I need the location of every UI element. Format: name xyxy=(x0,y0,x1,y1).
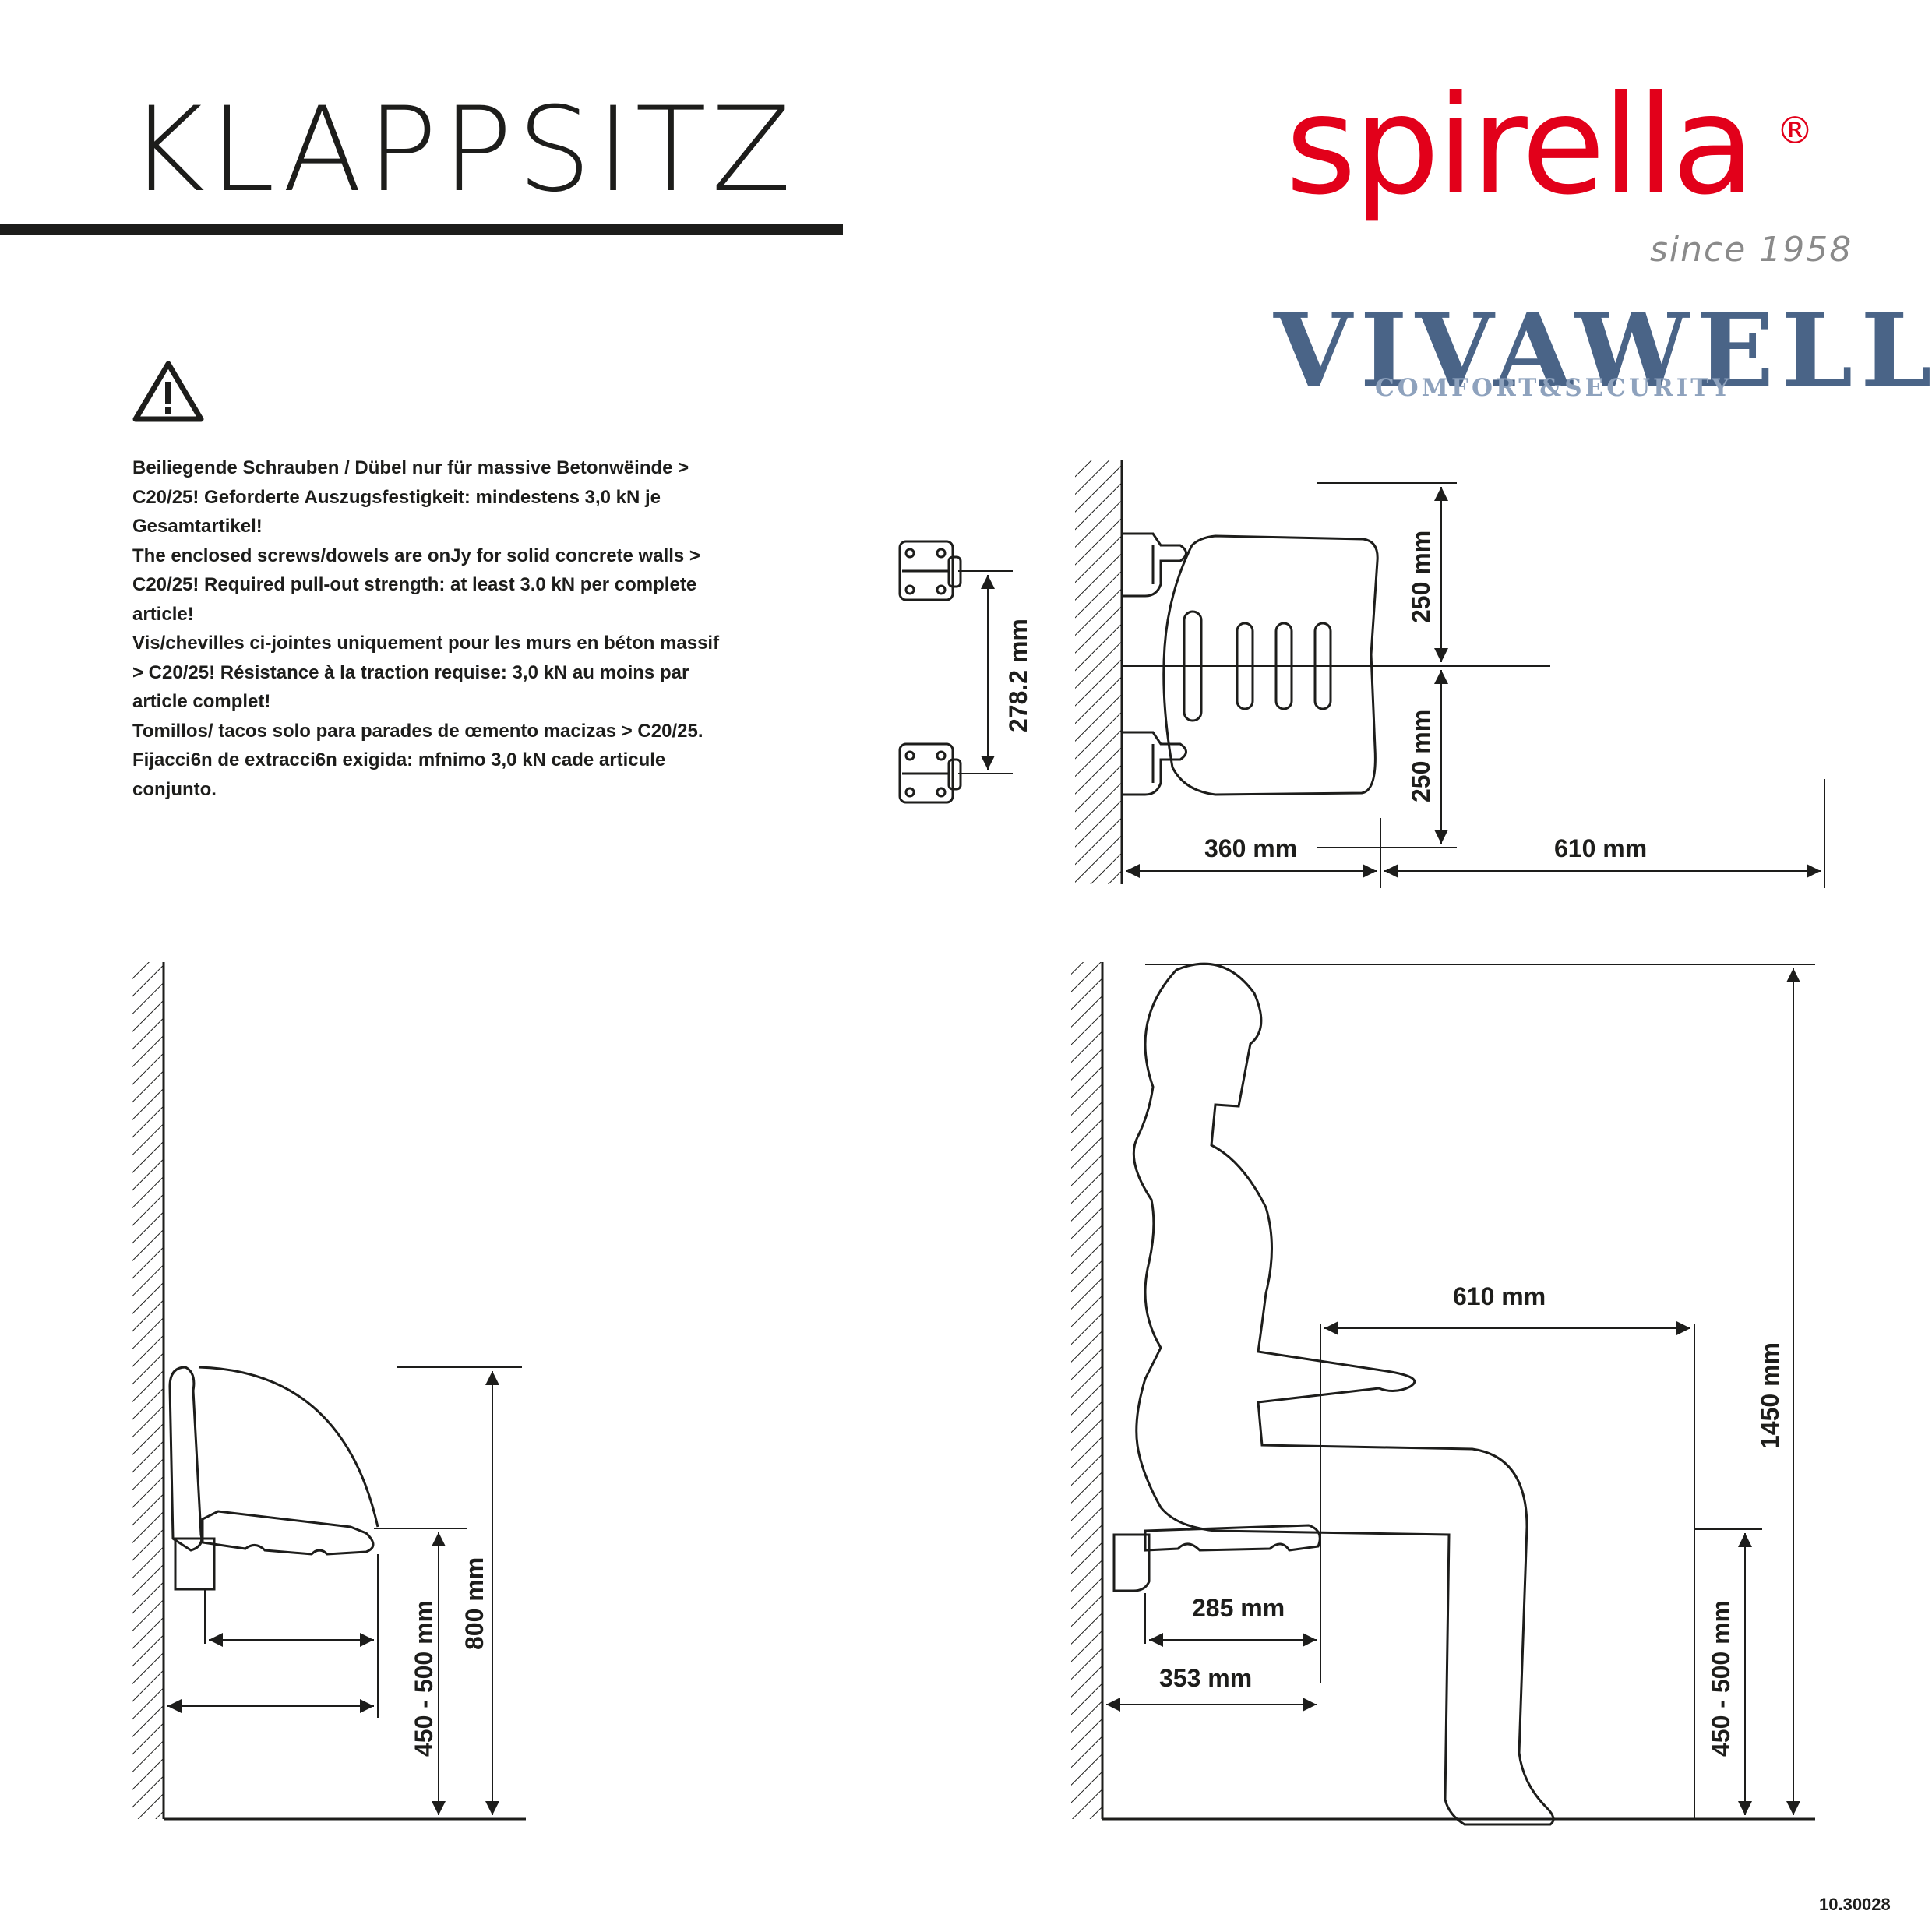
notice-fr: Vis/chevilles ci-jointes uniquement pour… xyxy=(132,633,720,712)
bracket-detail xyxy=(898,540,1013,804)
person-figure xyxy=(1132,962,1555,1826)
notice-de: Beiliegende Schrauben / Dübel nur für ma… xyxy=(132,457,689,537)
label-folded-total-height: 800 mm xyxy=(460,1557,488,1650)
label-bracket-spacing: 278.2 mm xyxy=(1004,619,1032,732)
brand-logo: spirella xyxy=(1285,67,1755,225)
backrest-outline xyxy=(1162,534,1379,796)
label-folded-seat-height: 450 - 500 mm xyxy=(410,1600,438,1757)
notice-en: The enclosed screws/dowels are onJy for … xyxy=(132,545,700,625)
sub-brand-logo: VIVAWELL xyxy=(1274,291,1932,410)
folded-seat xyxy=(201,1510,375,1556)
brand-since: since 1958 xyxy=(1650,230,1853,270)
label-user-height: 1450 mm xyxy=(1756,1342,1784,1449)
label-back-upper: 250 mm xyxy=(1407,531,1435,623)
lower-wall-bracket xyxy=(1122,731,1187,796)
wall-hatch-top xyxy=(1075,460,1122,884)
wall-hatch-left xyxy=(132,962,164,1819)
title-underline xyxy=(0,224,843,235)
article-number: 10.30028 xyxy=(1819,1895,1891,1914)
side-view-user xyxy=(1071,962,1815,1826)
bracket-detail-lower xyxy=(898,742,962,804)
side-view-folded xyxy=(132,962,526,1821)
mounting-notice: Beiliegende Schrauben / Dübel nur für ma… xyxy=(132,453,732,804)
registered-mark: ® xyxy=(1776,109,1814,153)
folded-backrest xyxy=(168,1366,203,1552)
label-clearance-front: 610 mm xyxy=(1554,834,1647,862)
label-user-reach: 610 mm xyxy=(1453,1282,1546,1310)
front-view xyxy=(1075,460,1825,888)
warning-triangle-icon xyxy=(132,361,204,422)
bracket-detail-upper xyxy=(898,540,962,601)
label-seat-depth-total: 353 mm xyxy=(1159,1664,1252,1692)
page-title: KLAPPSITZ xyxy=(129,83,796,218)
label-seat-depth-inner: 285 mm xyxy=(1192,1594,1285,1622)
fold-arc xyxy=(198,1366,379,1528)
sub-brand-tagline: COMFORT&SECURITY xyxy=(1375,374,1733,402)
folded-bracket xyxy=(174,1537,216,1591)
user-seat xyxy=(1112,1533,1151,1592)
label-back-lower: 250 mm xyxy=(1407,710,1435,802)
label-seat-width: 360 mm xyxy=(1204,834,1297,862)
user-seat-surface xyxy=(1144,1524,1321,1552)
notice-es: Tomillos/ tacos solo para parades de œme… xyxy=(132,720,703,800)
label-user-seat-height: 450 - 500 mm xyxy=(1707,1600,1735,1757)
wall-hatch-right xyxy=(1071,962,1102,1819)
upper-wall-bracket xyxy=(1122,532,1187,598)
